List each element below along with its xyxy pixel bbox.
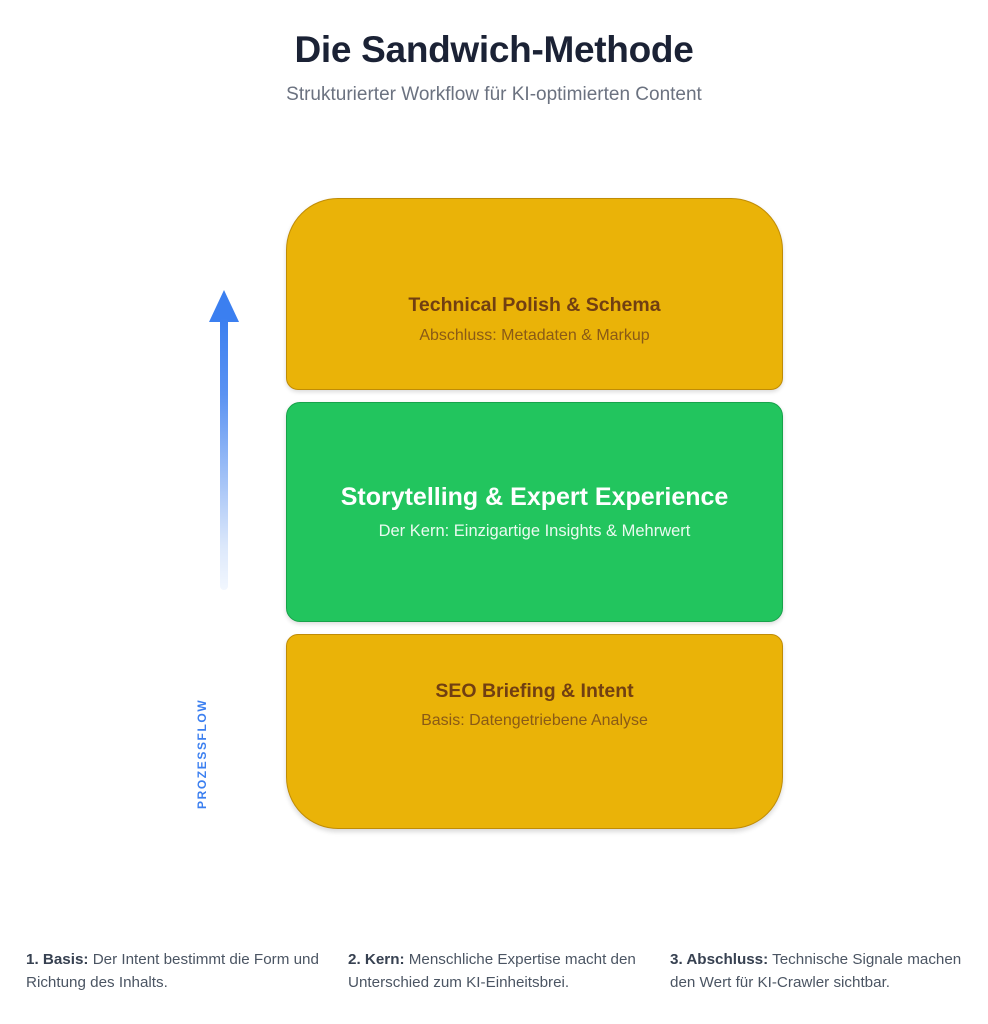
legend-item: 2. Kern: Menschliche Expertise macht den… — [348, 948, 644, 994]
layer-subtitle: Der Kern: Einzigartige Insights & Mehrwe… — [378, 521, 691, 540]
diagram-stage: PROZESSFLOW Technical Polish & Schema Ab… — [0, 190, 988, 840]
page-title: Die Sandwich-Methode — [294, 29, 694, 70]
layer-subtitle: Abschluss: Metadaten & Markup — [419, 326, 650, 344]
layer-title: SEO Briefing & Intent — [435, 679, 634, 702]
legend-item-text: Menschliche Expertise macht den Untersch… — [348, 951, 636, 992]
legend-item-text: Der Intent bestimmt die Form und Richtun… — [26, 951, 319, 992]
process-flow-label: PROZESSFLOW — [195, 698, 209, 809]
arrow-shaft — [220, 318, 228, 590]
legend-item: 1. Basis: Der Intent bestimmt die Form u… — [26, 948, 322, 994]
arrow-head-icon — [209, 290, 239, 322]
sandwich-layer-technical-polish[interactable]: Technical Polish & Schema Abschluss: Met… — [286, 198, 783, 390]
diagram-header: Die Sandwich-Methode Strukturierter Work… — [0, 28, 988, 106]
legend-item-label: 3. Abschluss: — [670, 951, 769, 968]
legend-item-label: 1. Basis: — [26, 951, 89, 968]
layer-title: Storytelling & Expert Experience — [340, 482, 729, 511]
sandwich-layer-storytelling[interactable]: Storytelling & Expert Experience Der Ker… — [286, 402, 783, 622]
process-flow-arrow-icon — [206, 290, 242, 590]
legend-item-text: Technische Signale machen den Wert für K… — [670, 951, 962, 992]
sandwich-layer-seo-briefing[interactable]: SEO Briefing & Intent Basis: Datengetrie… — [286, 634, 783, 829]
legend-item: 3. Abschluss: Technische Signale machen … — [670, 948, 966, 994]
page-subtitle: Strukturierter Workflow für KI-optimiert… — [286, 83, 702, 105]
layer-title: Technical Polish & Schema — [408, 294, 661, 317]
legend-item-label: 2. Kern: — [348, 951, 405, 968]
layer-subtitle: Basis: Datengetriebene Analyse — [421, 712, 648, 730]
legend: 1. Basis: Der Intent bestimmt die Form u… — [26, 948, 966, 994]
